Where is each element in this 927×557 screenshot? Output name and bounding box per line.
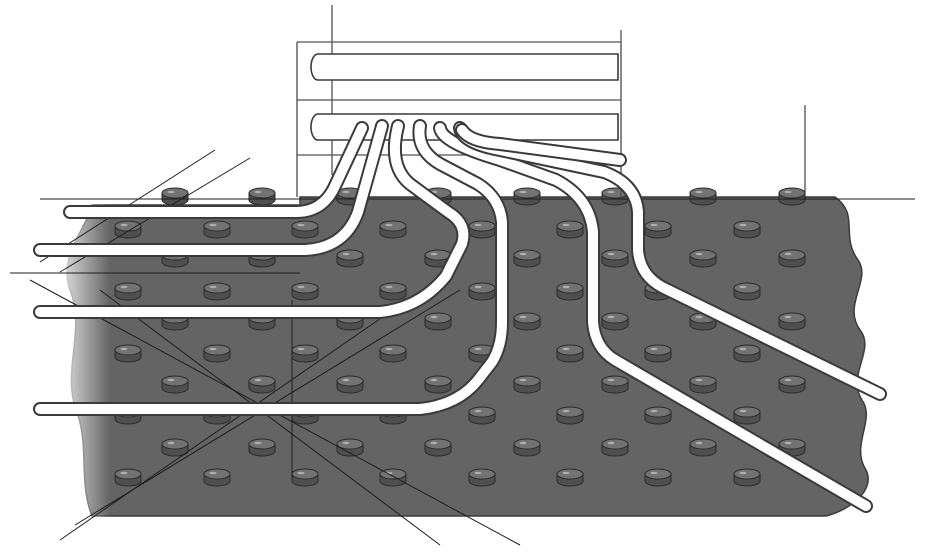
- stud-boss: [513, 375, 541, 394]
- stud-boss: [336, 249, 364, 268]
- stud-boss: [644, 344, 672, 363]
- stud-boss: [291, 468, 319, 487]
- stud-boss: [203, 344, 231, 363]
- heating-pipe: [33, 119, 389, 257]
- stud-boss: [468, 468, 496, 487]
- stud-boss: [556, 406, 584, 425]
- stud-boss: [689, 375, 717, 394]
- heating-pipe: [63, 121, 369, 219]
- stud-boss: [644, 406, 672, 425]
- heating-pipe: [455, 123, 627, 167]
- manifold-bar-top: [310, 53, 619, 81]
- heating-pipe: [433, 121, 873, 513]
- stud-boss: [248, 187, 276, 206]
- stud-boss: [336, 375, 364, 394]
- stud-boss: [513, 312, 541, 331]
- stud-boss: [689, 438, 717, 457]
- stud-boss: [203, 282, 231, 301]
- stud-boss: [778, 187, 806, 206]
- stud-boss: [114, 344, 142, 363]
- stud-boss: [601, 438, 629, 457]
- stud-boss: [161, 375, 189, 394]
- panel-left-fade: [50, 190, 110, 530]
- stud-boss: [203, 220, 231, 239]
- stud-boss: [291, 344, 319, 363]
- stud-boss: [556, 344, 584, 363]
- heating-pipe: [33, 119, 509, 416]
- stud-boss: [778, 249, 806, 268]
- stud-boss: [468, 220, 496, 239]
- stud-boss: [644, 468, 672, 487]
- stud-boss: [248, 438, 276, 457]
- stud-boss: [468, 282, 496, 301]
- stud-boss: [556, 468, 584, 487]
- stud-boss: [601, 249, 629, 268]
- stud-boss: [644, 220, 672, 239]
- stud-boss: [291, 220, 319, 239]
- stud-boss: [114, 282, 142, 301]
- manifold: [296, 41, 622, 197]
- stud-boss: [379, 468, 407, 487]
- heating-pipes: [33, 119, 887, 513]
- stud-boss: [114, 468, 142, 487]
- stud-boss: [778, 375, 806, 394]
- stud-boss: [733, 344, 761, 363]
- stud-boss: [778, 312, 806, 331]
- stud-boss: [556, 282, 584, 301]
- stud-boss: [291, 282, 319, 301]
- stud-boss: [513, 187, 541, 206]
- stud-boss: [424, 375, 452, 394]
- stud-boss: [336, 438, 364, 457]
- stud-boss: [733, 468, 761, 487]
- stud-boss: [379, 220, 407, 239]
- stud-boss: [601, 375, 629, 394]
- guide-line: [99, 289, 441, 546]
- stud-boss: [114, 220, 142, 239]
- guide-line: [59, 304, 401, 541]
- stud-boss: [733, 282, 761, 301]
- stud-boss: [379, 344, 407, 363]
- stud-boss: [733, 220, 761, 239]
- stud-boss: [513, 438, 541, 457]
- stud-boss: [161, 187, 189, 206]
- stud-boss: [203, 468, 231, 487]
- stud-boss: [468, 406, 496, 425]
- stud-boss: [161, 438, 189, 457]
- stud-boss: [601, 312, 629, 331]
- stud-boss: [424, 438, 452, 457]
- stud-boss: [424, 312, 452, 331]
- stud-boss: [689, 249, 717, 268]
- heating-pipe: [33, 119, 471, 319]
- stud-boss: [556, 220, 584, 239]
- stud-boss: [379, 282, 407, 301]
- stud-boss: [248, 375, 276, 394]
- stud-boss: [733, 406, 761, 425]
- stud-boss: [689, 187, 717, 206]
- stud-boss: [513, 249, 541, 268]
